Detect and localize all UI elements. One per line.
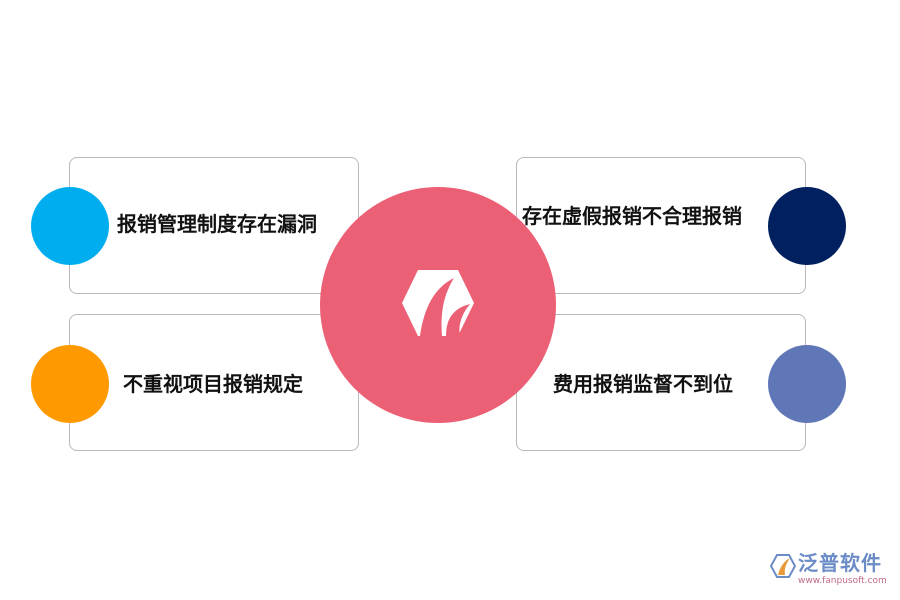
issue-dot-1	[31, 187, 109, 265]
issue-card-2	[69, 314, 359, 451]
issue-dot-4	[768, 345, 846, 423]
hexagon-logo-icon	[402, 270, 474, 336]
issue-card-3	[516, 157, 806, 294]
issue-card-1	[69, 157, 359, 294]
brand-url: www.fanpusoft.com	[798, 576, 887, 586]
issue-label-3: 存在虚假报销不合理报销	[522, 204, 742, 228]
issue-label-2: 不重视项目报销规定	[123, 372, 303, 396]
issue-label-4: 费用报销监督不到位	[553, 372, 733, 396]
issue-dot-2	[31, 345, 109, 423]
fanpu-logo-icon	[770, 554, 796, 578]
issue-label-1: 报销管理制度存在漏洞	[117, 212, 317, 236]
issue-card-4	[516, 314, 806, 451]
issue-dot-3	[768, 187, 846, 265]
brand-watermark: 泛普软件 www.fanpusoft.com	[770, 553, 895, 593]
brand-name: 泛普软件	[798, 551, 882, 575]
